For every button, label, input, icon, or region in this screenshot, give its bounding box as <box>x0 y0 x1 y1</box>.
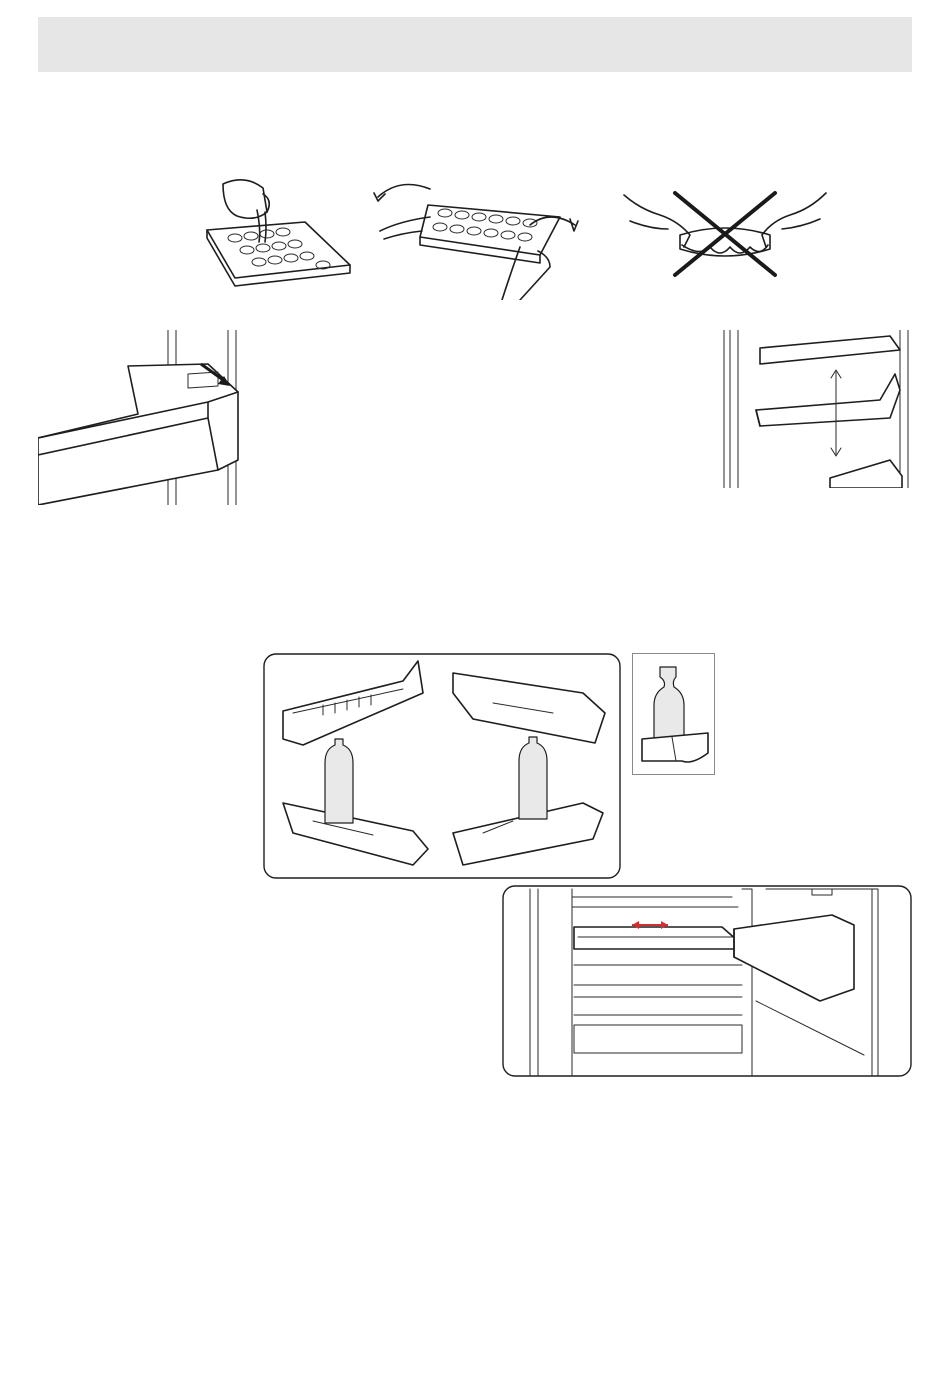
horizontal-arrow-icon <box>502 885 912 1077</box>
fridge-shelf-slide-figure <box>502 885 912 1077</box>
bottle-icon <box>632 653 715 775</box>
pour-water-icon <box>195 170 355 300</box>
door-shelf-arrow-icon <box>38 330 243 505</box>
door-shelf-remove-figure <box>38 330 243 505</box>
ice-tray-fill-figure <box>195 170 355 300</box>
header-bar <box>38 17 912 72</box>
twist-tray-icon <box>370 175 580 300</box>
bottle-holder-icon <box>263 653 621 879</box>
door-shelf-height-figure <box>720 330 912 488</box>
bottle-holder-figure <box>263 653 621 879</box>
ice-tray-twist-figure <box>370 175 580 300</box>
bottle-detail-figure <box>632 653 715 775</box>
prohibited-cross-icon <box>620 185 830 280</box>
up-down-arrow-icon <box>720 330 912 488</box>
ice-tray-prohibited-figure <box>620 185 830 280</box>
